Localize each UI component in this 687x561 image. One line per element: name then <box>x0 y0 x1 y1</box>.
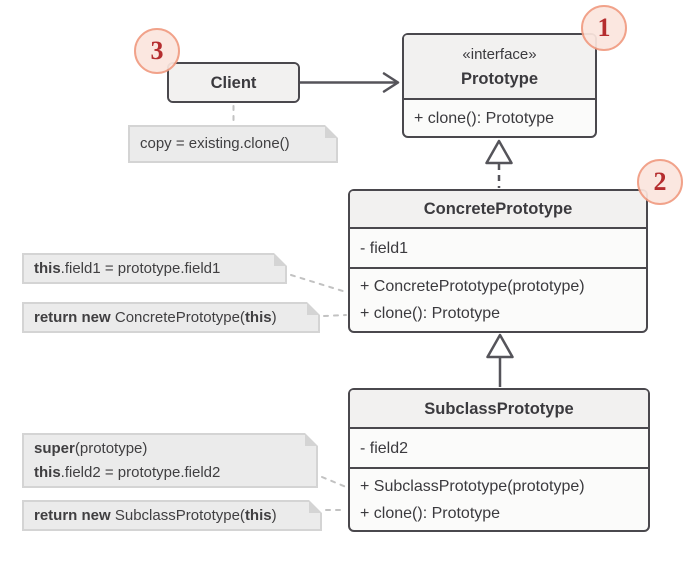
note-subclass-clone-body: return new SubclassPrototype(this) <box>22 500 322 531</box>
class-name: Prototype <box>460 69 538 88</box>
class-title-subclass-prototype: SubclassPrototype <box>350 390 648 427</box>
class-name: Client <box>210 73 257 92</box>
inheritance-triangle-icon <box>486 333 514 359</box>
note-subclass-constructor-body: super(prototype)this.field2 = prototype.… <box>22 433 318 488</box>
note-concrete-constructor-body: this.field1 = prototype.field1 <box>22 253 287 284</box>
class-name: SubclassPrototype <box>424 399 574 418</box>
note-text: copy = existing.clone() <box>140 135 290 152</box>
class-box-client: Client <box>167 62 300 103</box>
note-connector-concrete-clone <box>323 314 347 317</box>
note-text: return new SubclassPrototype(this) <box>34 506 277 524</box>
class-title-client: Client <box>169 64 298 101</box>
note-text: return new ConcretePrototype(this) <box>34 308 277 326</box>
association-arrow-head <box>382 72 400 93</box>
method-row: + clone(): Prototype <box>360 504 501 522</box>
step-badge-2: 2 <box>637 159 683 205</box>
note-text: super(prototype)this.field2 = prototype.… <box>34 439 221 481</box>
note-fold-icon <box>305 433 318 446</box>
method-row: + clone(): Prototype <box>414 109 555 127</box>
note-text: this.field1 = prototype.field1 <box>34 259 221 277</box>
methods-compartment-concrete: + ConcretePrototype(prototype) + clone()… <box>350 267 646 331</box>
method-row: + ConcretePrototype(prototype) <box>360 278 585 295</box>
note-fold-icon <box>325 125 338 138</box>
class-box-prototype: «interface» Prototype + clone(): Prototy… <box>402 33 597 138</box>
fields-compartment-concrete: - field1 <box>350 227 646 267</box>
method-row: + SubclassPrototype(prototype) <box>360 477 585 495</box>
note-connector-concrete-ctor <box>290 274 347 293</box>
note-concrete-clone-body: return new ConcretePrototype(this) <box>22 302 320 333</box>
step-badge-3: 3 <box>134 28 180 74</box>
fields-compartment-subclass: - field2 <box>350 427 648 467</box>
field-row: - field1 <box>360 239 409 257</box>
method-row: + clone(): Prototype <box>360 305 501 322</box>
class-name: ConcretePrototype <box>423 200 573 218</box>
note-client-clone-call: copy = existing.clone() <box>128 125 338 163</box>
note-connector-subclass-ctor <box>321 476 347 488</box>
note-fold-icon <box>307 302 320 315</box>
realization-triangle-icon <box>485 139 513 165</box>
class-title-prototype: «interface» Prototype <box>404 35 595 98</box>
field-row: - field2 <box>360 439 409 457</box>
note-fold-icon <box>274 253 287 266</box>
step-badge-1: 1 <box>581 5 627 51</box>
class-title-concrete-prototype: ConcretePrototype <box>350 191 646 227</box>
stereotype-label: «interface» <box>462 45 537 63</box>
note-fold-icon <box>309 500 322 513</box>
class-box-concrete-prototype: ConcretePrototype - field1 + ConcretePro… <box>348 189 648 333</box>
methods-compartment-prototype: + clone(): Prototype <box>404 98 595 136</box>
class-box-subclass-prototype: SubclassPrototype - field2 + SubclassPro… <box>348 388 650 532</box>
methods-compartment-subclass: + SubclassPrototype(prototype) + clone()… <box>350 467 648 530</box>
